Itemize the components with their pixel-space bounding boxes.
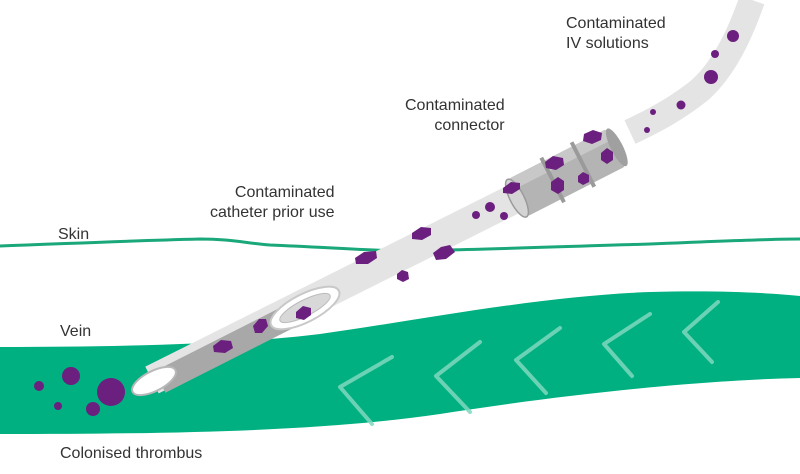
purple-microbe-icon: [650, 109, 656, 115]
purple-microbe-icon: [97, 378, 125, 406]
purple-microbe-icon: [472, 211, 480, 219]
purple-microbe-icon: [551, 177, 564, 194]
purple-microbe-icon: [397, 270, 409, 282]
iv-tubing: [624, 0, 765, 144]
purple-microbe-icon: [545, 156, 564, 170]
label-line: Contaminated: [234, 184, 335, 201]
vein-band: [0, 291, 800, 434]
chevron-left-icon: [338, 355, 394, 426]
purple-microbe-icon: [296, 306, 311, 320]
skin-line: [0, 237, 800, 253]
label-line: Contaminated: [566, 15, 666, 32]
label-vein: Vein: [60, 323, 92, 340]
label-contaminated-iv-solutions: Contaminated IV solutions: [566, 14, 666, 54]
purple-microbe-icon: [583, 130, 602, 144]
label-line: Contaminated: [405, 97, 505, 114]
purple-microbe-icon: [253, 319, 268, 333]
label-contaminated-connector: Contaminated connector: [405, 96, 505, 136]
purple-microbe-icon: [62, 367, 80, 385]
chevron-left-icon: [682, 300, 720, 364]
purple-microbe-icon: [34, 381, 44, 391]
microbes: [34, 30, 739, 416]
chevron-left-icon: [514, 326, 562, 395]
flow-chevrons: [338, 300, 720, 426]
label-line: IV solutions: [566, 35, 649, 52]
purple-microbe-icon: [433, 245, 455, 260]
purple-microbe-icon: [54, 402, 62, 410]
purple-microbe-icon: [727, 30, 739, 42]
purple-microbe-icon: [644, 127, 650, 133]
purple-microbe-icon: [213, 340, 233, 353]
label-colonised-thrombus: Colonised thrombus: [60, 445, 203, 462]
purple-microbe-icon: [578, 172, 589, 185]
connector: [504, 128, 628, 218]
purple-microbe-icon: [412, 227, 431, 240]
purple-microbe-icon: [711, 50, 719, 58]
purple-microbe-icon: [676, 100, 686, 110]
chevron-left-icon: [434, 340, 482, 414]
chevron-left-icon: [602, 312, 652, 378]
label-line: catheter prior use: [210, 204, 335, 221]
label-line: connector: [434, 117, 505, 134]
purple-microbe-icon: [704, 70, 718, 84]
purple-microbe-icon: [500, 212, 508, 220]
catheter-tip: [131, 365, 177, 397]
purple-microbe-icon: [355, 251, 377, 264]
label-contaminated-catheter: Contaminated catheter prior use: [210, 183, 335, 223]
label-skin: Skin: [58, 226, 90, 243]
purple-microbe-icon: [601, 148, 613, 164]
purple-microbe-icon: [86, 402, 100, 416]
purple-microbe-icon: [485, 202, 495, 212]
purple-microbe-icon: [503, 182, 520, 194]
